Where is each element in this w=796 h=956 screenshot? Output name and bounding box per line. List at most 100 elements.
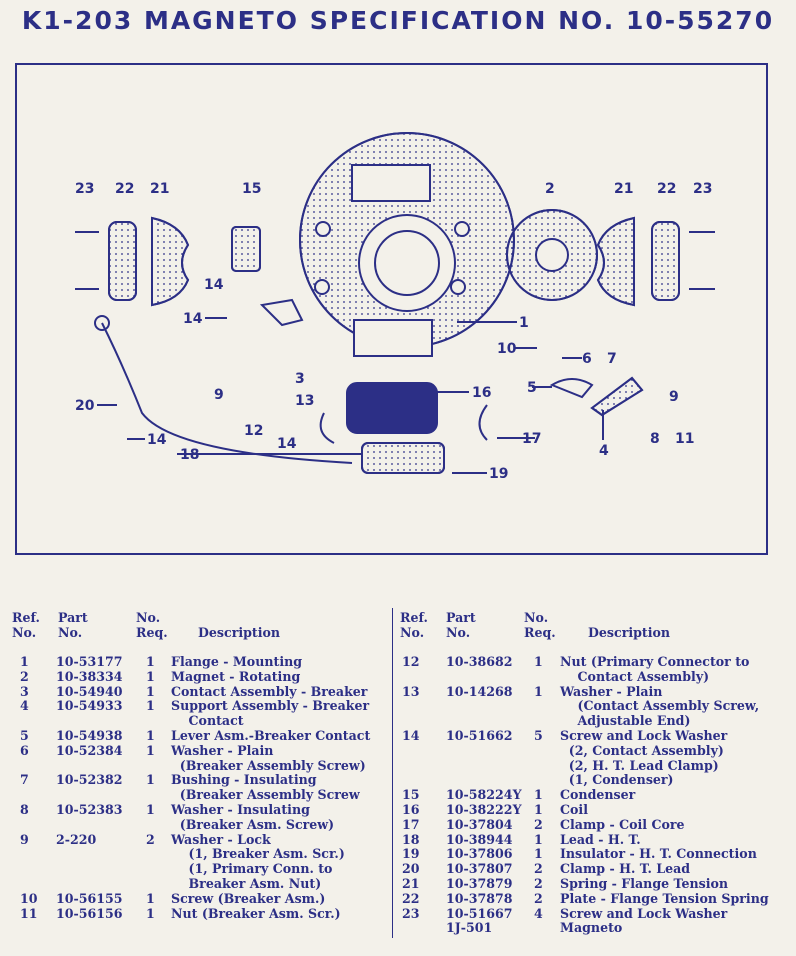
cell-ref: 13 [402, 683, 420, 699]
diagram-label-9: 9 [669, 389, 679, 405]
page-title: K1-203 MAGNETO SPECIFICATION NO. 10-5527… [21, 6, 775, 35]
cell-ref: 10 [20, 890, 38, 906]
cell-ref: 15 [402, 787, 420, 803]
cell-description: Lever Asm.-Breaker Contact [171, 728, 371, 743]
cell-req: 1 [146, 698, 155, 714]
left-header-req: No. Req. [136, 610, 168, 640]
diagram-label-11: 11 [675, 431, 694, 447]
cell-description: Washer - Lock [171, 831, 271, 847]
cell-description: Clamp - Coil Core [560, 816, 685, 832]
header-ref-2: No. [400, 625, 425, 640]
cell-req: 1 [146, 772, 155, 788]
cell-req: 4 [534, 905, 543, 921]
cell-req: 1 [146, 742, 155, 758]
diagram-label-4: 4 [599, 443, 609, 459]
cell-description: Screw and Lock Washer [560, 728, 728, 743]
cell-description: Contact [171, 713, 244, 729]
diagram-label-5: 5 [527, 380, 537, 396]
cell-description: Bushing - Insulating [171, 772, 317, 788]
diagram-label-14: 14 [147, 432, 167, 448]
cell-part: 10-52383 [56, 802, 123, 817]
cell-part: 10-38682 [446, 654, 513, 669]
cell-ref: 1 [20, 654, 29, 669]
cell-req: 1 [146, 890, 155, 906]
cell-description: Plate - Flange Tension Spring [560, 890, 769, 906]
header-req-1: No. [524, 610, 549, 625]
cell-description: Insulator - H. T. Connection [560, 846, 757, 862]
diagram-label-20: 20 [75, 398, 95, 414]
cell-description: (2, Contact Assembly) [560, 742, 724, 758]
cell-req: 1 [534, 787, 543, 803]
diagram-label-9: 9 [214, 387, 224, 403]
cell-req: 1 [146, 683, 155, 699]
diagram-label-12: 12 [244, 423, 263, 439]
cell-part: 10-53177 [56, 654, 123, 669]
cell-req: 1 [534, 683, 543, 699]
header-part-2: No. [58, 625, 83, 640]
cell-part: 10-38222Y [446, 802, 522, 817]
cell-ref: 22 [402, 890, 420, 906]
header-ref-2: No. [12, 625, 37, 640]
diagram-label-10: 10 [497, 341, 517, 357]
cell-description: Spring - Flange Tension [560, 876, 729, 891]
cell-description: (Breaker Assembly Screw [171, 787, 360, 803]
diagram-label-14: 14 [277, 436, 297, 452]
cell-description: (Contact Assembly Screw, [560, 698, 760, 714]
cell-part: 10-54933 [56, 698, 123, 714]
diagram-label-1: 1 [519, 315, 529, 331]
cell-description: Flange - Mounting [171, 654, 303, 669]
diagram-label-18: 18 [180, 447, 199, 463]
header-req-1: No. [136, 610, 161, 625]
header-part-1: Part [58, 610, 88, 625]
cell-description: Lead - H. T. [560, 831, 641, 847]
exploded-diagram: 23 22 21 15 14 14 20 14 18 9 12 13 14 3 … [15, 63, 768, 555]
cell-req: 1 [534, 831, 543, 847]
cell-description: Contact Assembly) [560, 668, 710, 684]
cell-ref: 11 [20, 905, 38, 921]
cell-part: 10-52384 [56, 742, 123, 758]
cell-part: 10-37804 [446, 816, 513, 832]
diagram-label-7: 7 [607, 351, 617, 367]
cell-req: 1 [146, 654, 155, 669]
right-header-ref: Ref. No. [400, 610, 428, 640]
diagram-drawing: 23 22 21 15 14 14 20 14 18 9 12 13 14 3 … [75, 132, 715, 482]
cell-description: Washer - Plain [560, 683, 663, 699]
diagram-label-22: 22 [115, 181, 134, 197]
cell-description: Nut (Primary Connector to [560, 654, 750, 669]
cell-req: 1 [146, 668, 155, 684]
cell-ref: 17 [402, 816, 420, 832]
diagram-label-3: 3 [295, 371, 305, 387]
right-header-part: Part No. [446, 610, 476, 640]
cell-ref: 12 [402, 654, 420, 669]
cell-req: 5 [534, 728, 543, 743]
cell-ref: 9 [20, 831, 29, 847]
cell-part: 10-37806 [446, 846, 513, 862]
cell-description: Adjustable End) [560, 713, 691, 729]
cell-description: Clamp - H. T. Lead [560, 861, 691, 877]
diagram-label-15: 15 [242, 181, 261, 197]
cell-part: 10-38334 [56, 668, 123, 684]
cell-part: 10-37807 [446, 861, 513, 877]
cell-description: Contact Assembly - Breaker [171, 683, 368, 699]
diagram-label-21: 21 [614, 181, 633, 197]
diagram-label-16: 16 [472, 385, 491, 401]
cell-part: 10-51662 [446, 728, 513, 743]
diagram-label-19: 19 [489, 466, 508, 482]
header-req-2: Req. [136, 625, 168, 640]
cell-part: 10-58224Y [446, 787, 522, 803]
cell-req: 1 [146, 802, 155, 817]
diagram-label-22: 22 [657, 181, 676, 197]
cell-ref: 6 [20, 742, 29, 758]
cell-ref: 21 [402, 876, 420, 891]
cell-description: (1, Condenser) [560, 772, 674, 788]
cell-ref: 2 [20, 668, 29, 684]
cell-description: Screw and Lock Washer [560, 905, 728, 921]
cell-ref: 23 [402, 905, 420, 921]
diagram-label-17: 17 [522, 431, 541, 447]
cell-req: 2 [146, 831, 155, 847]
cell-part: 10-54940 [56, 683, 123, 699]
header-ref-1: Ref. [12, 610, 40, 625]
left-header-desc: Description [198, 625, 281, 640]
cell-req: 1 [146, 905, 155, 921]
cell-ref: 4 [20, 698, 29, 714]
